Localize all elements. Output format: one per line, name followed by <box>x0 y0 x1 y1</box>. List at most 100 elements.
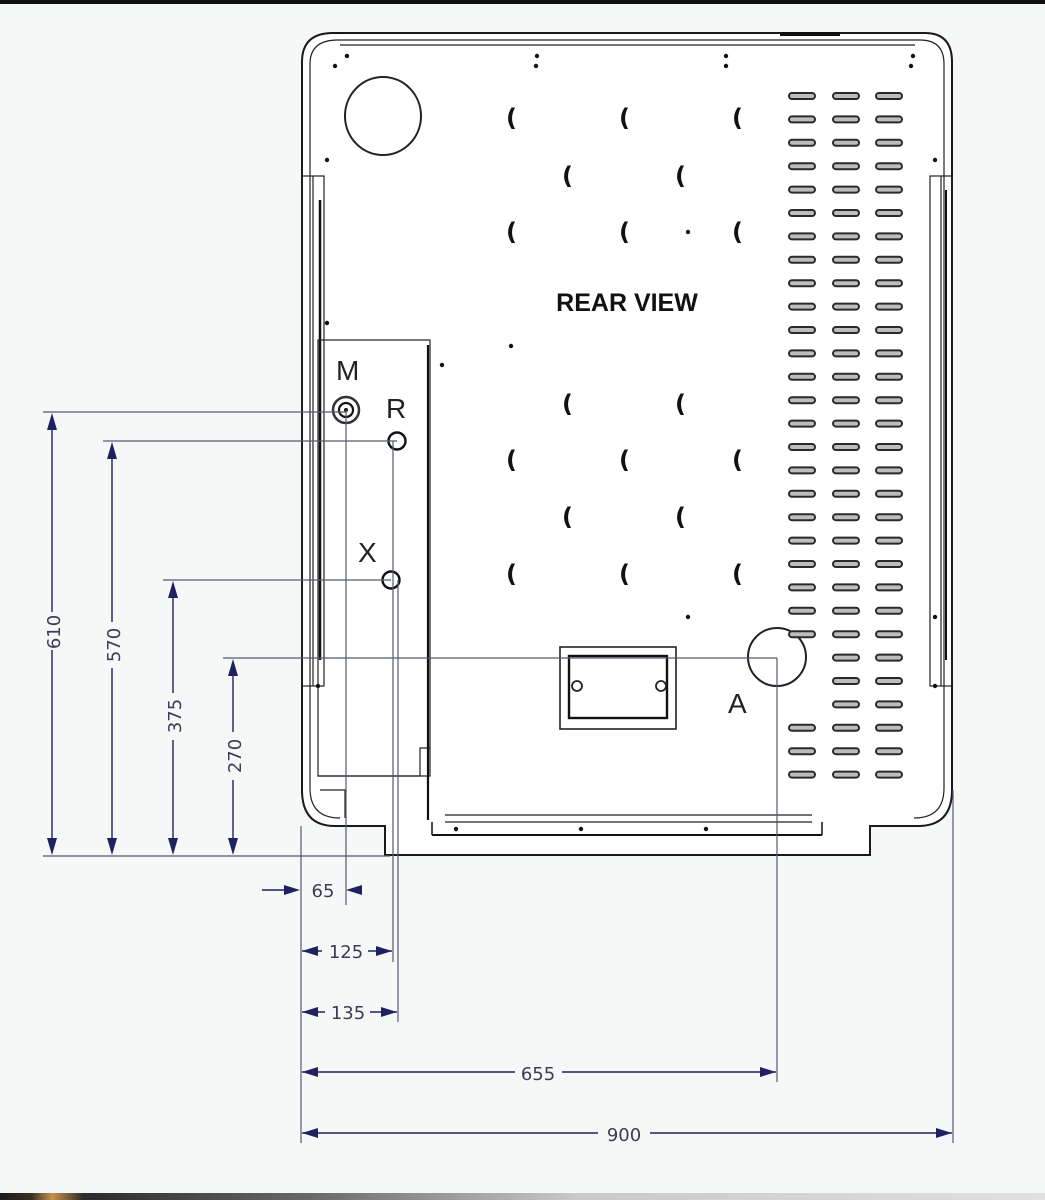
vent-slot <box>875 326 903 334</box>
vent-slot <box>788 349 816 358</box>
screw-dot <box>533 63 539 69</box>
mounting-hook-icon: ( <box>562 162 573 190</box>
vent-slot <box>832 677 860 685</box>
screw-dot <box>932 614 938 620</box>
mounting-hook-icon: ( <box>619 446 630 474</box>
mounting-hook-icon: ( <box>506 218 517 246</box>
screw-dot <box>344 53 350 59</box>
vent-slot <box>832 115 860 124</box>
vent-slot <box>832 232 860 241</box>
vent-slot <box>832 138 860 147</box>
vent-slot <box>832 443 860 451</box>
vent-slot <box>832 700 860 709</box>
vent-slot <box>875 606 903 615</box>
mounting-hook-icon: ( <box>506 446 517 474</box>
mounting-hook-icon: ( <box>732 560 743 588</box>
screw-dot <box>324 320 330 326</box>
vent-slot <box>788 536 816 545</box>
vent-slot <box>788 747 816 756</box>
screw-dot <box>910 53 916 59</box>
screw-dot <box>315 683 321 689</box>
mounting-hook-grid: (((((((((((((((((( <box>506 104 743 588</box>
vent-slot <box>832 396 860 405</box>
vent-slot <box>788 232 816 241</box>
connection-ports: M R X A <box>331 355 747 719</box>
vent-slot <box>875 92 903 100</box>
vent-slot <box>875 489 903 498</box>
label-m: M <box>336 355 359 386</box>
vent-slot <box>875 138 903 147</box>
vent-slot <box>832 466 860 475</box>
mounting-hook-icon: ( <box>732 446 743 474</box>
vent-slot <box>788 489 816 498</box>
bottom-window-edge <box>0 1193 1045 1200</box>
screw-dot <box>685 229 691 235</box>
vent-slot <box>788 770 816 779</box>
vent-slot <box>788 606 816 615</box>
screw-dots <box>315 53 938 832</box>
mounting-hook-icon: ( <box>619 218 630 246</box>
vent-slot <box>788 466 816 475</box>
mounting-hook-icon: ( <box>675 390 686 418</box>
mounting-hook-icon: ( <box>675 162 686 190</box>
drawing-title: REAR VIEW <box>556 289 698 317</box>
vent-slot <box>875 653 903 662</box>
vent-slot <box>875 513 903 522</box>
dim-label-65: 65 <box>312 881 335 902</box>
vent-slot <box>832 560 860 568</box>
dim-label-655: 655 <box>521 1064 555 1085</box>
mounting-hook-icon: ( <box>732 218 743 246</box>
vent-slot <box>875 115 903 124</box>
vent-slot <box>875 770 903 779</box>
vent-slot <box>832 185 860 194</box>
dim-label-270: 270 <box>225 739 246 773</box>
vent-slot <box>832 489 860 498</box>
vent-slot <box>832 162 860 171</box>
mounting-hook-icon: ( <box>619 104 630 132</box>
vent-slot <box>788 396 816 405</box>
dimension-lines: 610 570 375 270 65 125 135 655 900 <box>43 410 954 1146</box>
vent-slot <box>832 583 860 592</box>
vent-slot <box>875 443 903 451</box>
mounting-hook-icon: ( <box>506 560 517 588</box>
connector-plate-outer <box>559 646 677 730</box>
vent-slot <box>875 747 903 756</box>
label-r: R <box>386 393 406 424</box>
vent-slot <box>875 419 903 428</box>
vent-slot <box>875 560 903 568</box>
body-outline <box>301 32 953 856</box>
vent-slot <box>832 255 860 264</box>
screw-dot <box>578 826 584 832</box>
screw-dot <box>932 157 938 163</box>
screw-dot <box>723 53 729 59</box>
vent-slot <box>832 302 860 311</box>
vent-slot <box>788 326 816 334</box>
screw-dot <box>534 53 540 59</box>
vent-slot <box>832 653 860 662</box>
vent-slot <box>875 185 903 194</box>
vent-slot <box>832 372 860 381</box>
vent-slot <box>788 583 816 592</box>
dim-label-570: 570 <box>104 628 125 662</box>
ventilation-slots <box>788 92 903 779</box>
vent-slot <box>875 536 903 545</box>
screw-dot <box>932 683 938 689</box>
vent-slot <box>875 232 903 241</box>
vent-slot <box>832 630 860 639</box>
vent-slot <box>788 560 816 568</box>
vent-slot <box>788 92 816 100</box>
vent-slot <box>875 279 903 288</box>
vent-slot <box>832 536 860 545</box>
label-x: X <box>358 537 377 568</box>
dim-label-610: 610 <box>44 615 65 649</box>
vent-slot <box>832 92 860 100</box>
vent-slot <box>788 115 816 124</box>
dim-label-375: 375 <box>165 699 186 733</box>
connector-plate-inner <box>567 654 669 720</box>
mounting-hook-icon: ( <box>732 104 743 132</box>
vent-slot <box>788 302 816 311</box>
vent-slot <box>875 466 903 475</box>
vent-slot <box>875 162 903 171</box>
vent-slot <box>832 747 860 756</box>
